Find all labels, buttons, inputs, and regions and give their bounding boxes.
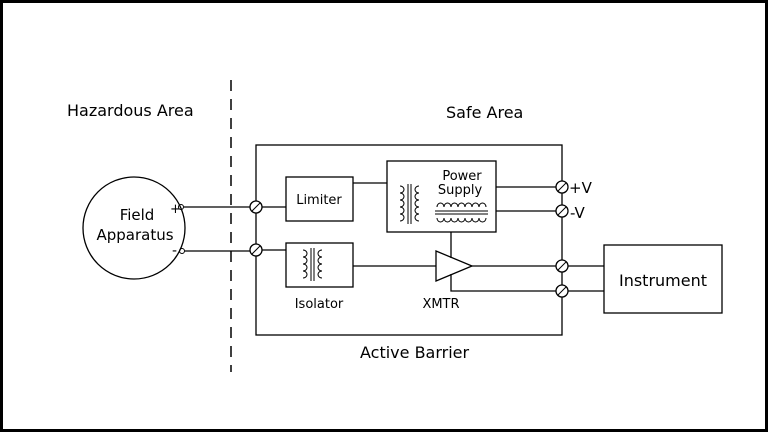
active-barrier-label: Active Barrier <box>360 343 470 362</box>
power-supply-transformer-icon <box>399 184 420 224</box>
field-apparatus-label-line2: Apparatus <box>96 226 173 244</box>
isolator-transformer-icon <box>302 248 323 281</box>
power-supply-label-line2: Supply <box>438 183 483 198</box>
plus-terminal-dot <box>178 204 184 210</box>
field-apparatus: Field Apparatus + - <box>82 176 186 280</box>
plus-v-label: +V <box>569 179 593 197</box>
terminal-minus-v <box>555 204 569 218</box>
active-barrier-box <box>255 144 563 336</box>
xmtr-amplifier: XMTR <box>422 250 474 312</box>
field-apparatus-label-line1: Field <box>120 206 155 224</box>
safe-area-label: Safe Area <box>446 103 523 122</box>
power-supply-label-line1: Power <box>442 169 482 184</box>
limiter-block: Limiter <box>285 176 354 222</box>
xmtr-label: XMTR <box>422 297 459 312</box>
instrument-block: Instrument <box>603 244 723 314</box>
isolator-block: Isolator <box>285 242 354 312</box>
field-apparatus-circle <box>82 176 186 280</box>
power-supply-block: Power Supply <box>386 160 497 233</box>
wire-xmtr-out-bottom <box>450 274 556 292</box>
terminal-out-top <box>555 259 569 273</box>
hazardous-area-label: Hazardous Area <box>67 101 194 120</box>
terminal-plus-v <box>555 180 569 194</box>
isolator-box <box>285 242 354 288</box>
terminal-left-bottom <box>249 243 263 257</box>
limiter-box <box>285 176 354 222</box>
minus-terminal-label: - <box>172 243 177 259</box>
terminal-out-bottom <box>555 284 569 298</box>
instrument-box <box>603 244 723 314</box>
isolator-label: Isolator <box>295 297 344 312</box>
power-supply-box <box>386 160 497 233</box>
minus-v-label: -V <box>570 204 586 222</box>
terminal-left-top <box>249 200 263 214</box>
plus-terminal-label: + <box>170 202 181 217</box>
minus-terminal-dot <box>179 248 185 254</box>
power-supply-horizontal-transformer-icon <box>435 202 488 223</box>
amplifier-triangle-icon <box>435 250 474 282</box>
instrument-label: Instrument <box>619 271 707 290</box>
limiter-label: Limiter <box>296 193 342 208</box>
